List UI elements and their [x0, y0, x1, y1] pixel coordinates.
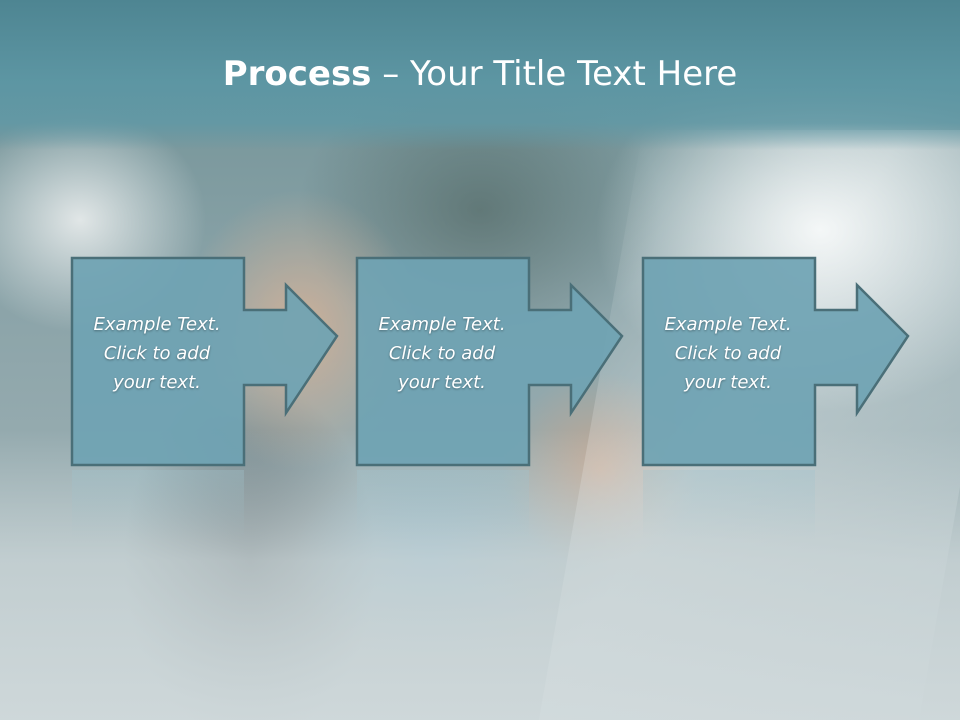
step-1-line-2: Click to add [103, 343, 211, 364]
step-1-reflection [72, 470, 244, 540]
title-rest-text: – Your Title Text Here [371, 54, 738, 94]
process-step-3[interactable]: Example Text. Click to add your text. [641, 256, 913, 468]
step-3-line-1: Example Text. [664, 314, 792, 335]
step-3-reflection [643, 470, 815, 540]
step-2-line-2: Click to add [388, 343, 496, 364]
step-3-text[interactable]: Example Text. Click to add your text. [647, 310, 809, 397]
step-3-line-3: your text. [684, 372, 772, 393]
process-step-2[interactable]: Example Text. Click to add your text. [355, 256, 627, 468]
step-1-line-3: your text. [113, 372, 201, 393]
process-step-1[interactable]: Example Text. Click to add your text. [70, 256, 342, 468]
slide-title[interactable]: Process – Your Title Text Here [0, 52, 960, 96]
step-1-shape [70, 256, 339, 467]
step-3-shape [641, 256, 910, 467]
step-3-line-2: Click to add [674, 343, 782, 364]
title-band [0, 0, 960, 150]
title-bold-text: Process [222, 54, 372, 94]
step-1-text[interactable]: Example Text. Click to add your text. [76, 310, 238, 397]
step-1-line-1: Example Text. [93, 314, 221, 335]
step-2-text[interactable]: Example Text. Click to add your text. [361, 310, 523, 397]
step-2-line-1: Example Text. [378, 314, 506, 335]
step-2-shape [355, 256, 624, 467]
step-2-line-3: your text. [398, 372, 486, 393]
step-2-reflection [357, 470, 529, 540]
background-fade [0, 430, 960, 720]
